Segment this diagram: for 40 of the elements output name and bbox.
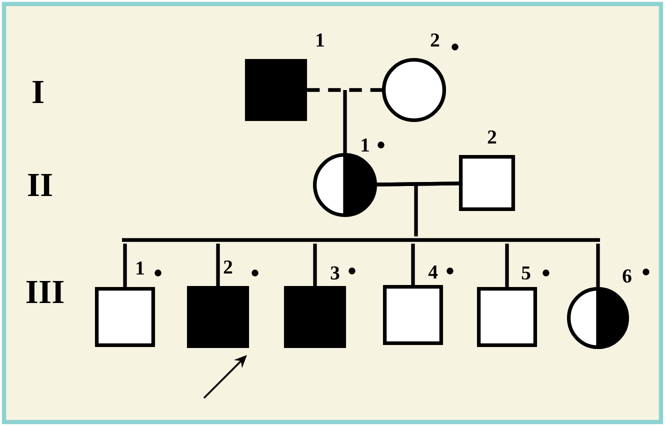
carrier-dot: •	[446, 268, 454, 274]
square-symbol	[476, 286, 538, 348]
individual-number: 2	[488, 130, 496, 144]
square-symbol	[186, 286, 250, 348]
individual-number: 2	[430, 33, 440, 47]
square-symbol	[94, 286, 156, 348]
individual-number: 6	[622, 269, 632, 283]
descent-line	[343, 90, 347, 153]
circle-symbol	[382, 58, 446, 122]
individual-number: 2	[224, 260, 232, 274]
descent-line	[313, 244, 317, 286]
circle-symbol	[312, 152, 378, 218]
descent-line	[216, 244, 220, 286]
carrier-dot: •	[642, 268, 650, 276]
carrier-dot: •	[252, 270, 258, 276]
descent-line	[596, 244, 600, 287]
individual-number: 1	[316, 34, 324, 46]
generation-label: I	[32, 80, 44, 104]
square-symbol	[458, 154, 516, 212]
carrier-dot: •	[348, 268, 356, 274]
mating-line	[307, 88, 382, 92]
descent-line	[505, 244, 509, 287]
carrier-dot: •	[542, 270, 550, 276]
square-symbol	[382, 284, 444, 346]
square-symbol	[244, 58, 308, 122]
mating-line	[377, 182, 459, 186]
individual-number: 1	[136, 262, 144, 274]
carrier-dot: •	[378, 142, 384, 148]
square-symbol	[284, 286, 346, 348]
individual-number: 1	[362, 138, 369, 152]
individual-number: 3	[330, 266, 340, 280]
individual-number: 5	[522, 266, 530, 280]
generation-label: III	[26, 280, 64, 304]
circle-symbol	[566, 286, 630, 350]
descent-line	[411, 244, 415, 285]
carrier-dot: •	[154, 270, 162, 276]
generation-label: II	[28, 174, 52, 196]
descent-line	[123, 244, 127, 287]
carrier-dot: •	[452, 44, 458, 50]
individual-number: 4	[428, 266, 438, 278]
